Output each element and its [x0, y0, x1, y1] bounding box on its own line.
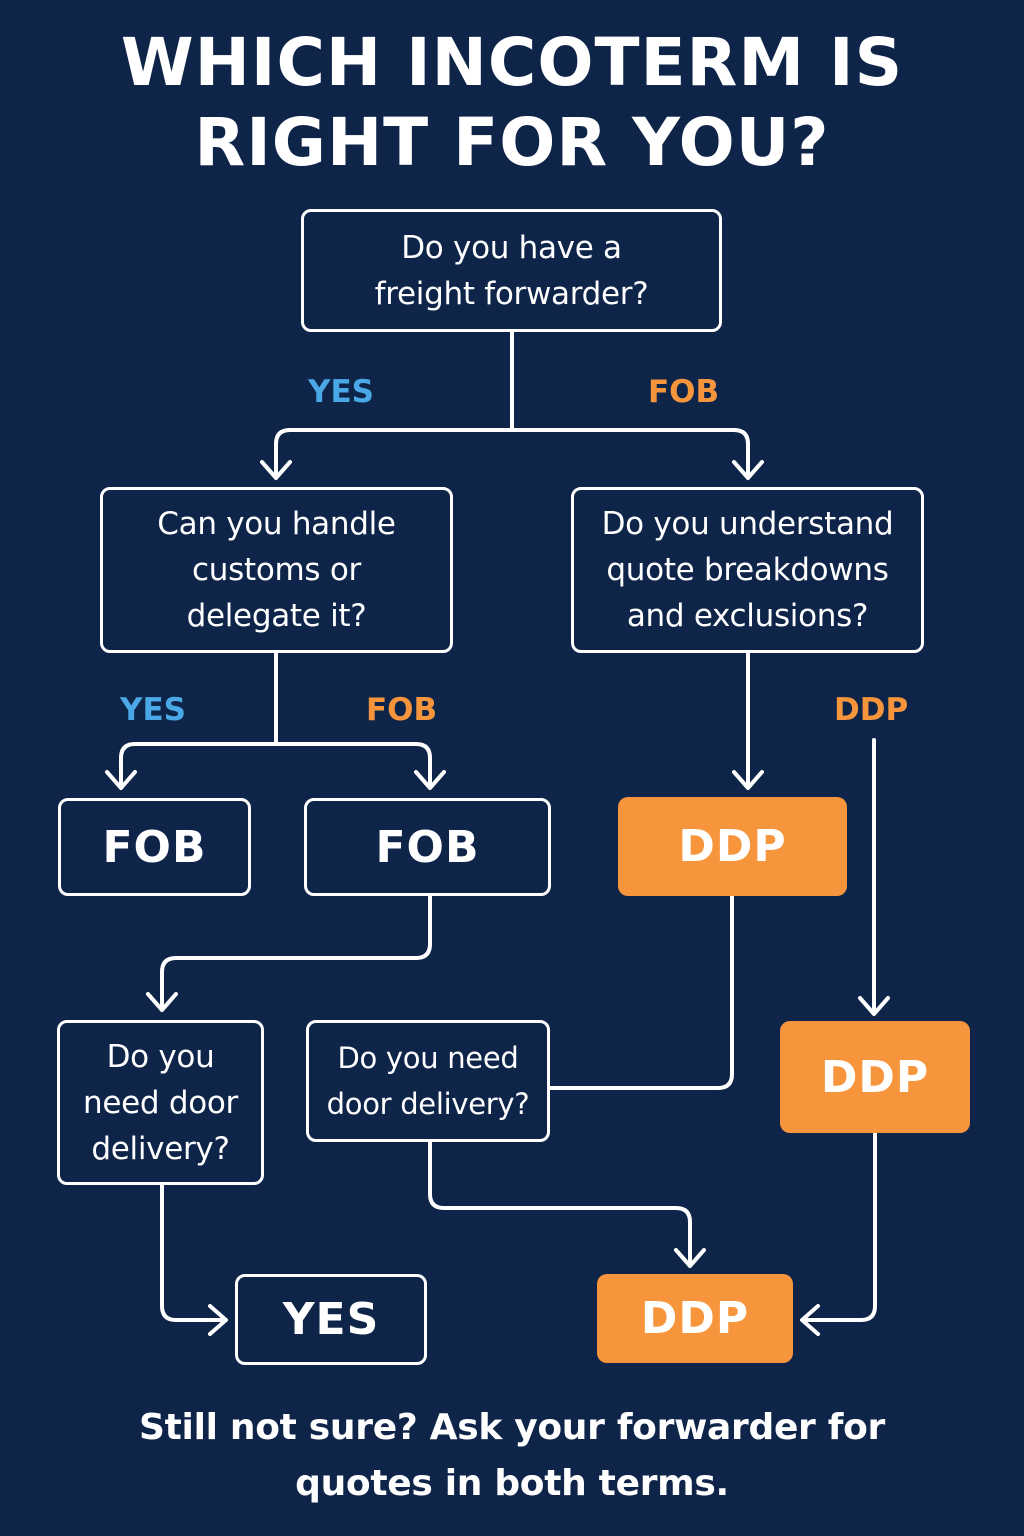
result-label: YES [282, 1294, 380, 1345]
result-fob-left: FOB [58, 798, 251, 896]
question-text: need door [83, 1084, 238, 1121]
arrowhead-to-yes [208, 1304, 228, 1336]
arrowhead-to-door-left [146, 992, 178, 1012]
edge-label-yes-mid: YES [120, 692, 186, 728]
question-text: customs or [192, 552, 361, 588]
result-label: DDP [640, 1293, 750, 1344]
question-text: Do you [106, 1038, 215, 1075]
connector-door-yes [160, 1183, 226, 1322]
edge-label-ddp-right: DDP [834, 692, 909, 728]
question-door-delivery-mid: Do you need door delivery? [306, 1020, 550, 1142]
result-fob-mid: FOB [304, 798, 551, 896]
connector-customs-split [119, 650, 432, 788]
question-freight-forwarder: Do you have a freight forwarder? [301, 209, 722, 332]
question-text: delivery? [91, 1130, 230, 1167]
question-text: Do you understand [601, 506, 894, 542]
arrowhead-to-ddp-mid [732, 770, 764, 790]
result-yes: YES [235, 1274, 427, 1365]
result-label: FOB [102, 821, 207, 873]
question-text: Do you need [337, 1041, 519, 1075]
question-text: Can you handle [157, 506, 396, 542]
question-quote-breakdowns: Do you understand quote breakdowns and e… [571, 487, 924, 653]
page-title-line-2: RIGHT FOR YOU? [194, 104, 830, 181]
question-text: quote breakdowns [606, 552, 889, 588]
connector-fob-door-left [160, 894, 432, 1010]
question-door-delivery-left: Do you need door delivery? [57, 1020, 264, 1185]
arrowhead-to-ddp-bottom [674, 1248, 706, 1268]
arrowhead-to-fob-left [105, 770, 137, 790]
question-text: Do you have a [401, 229, 622, 266]
edge-label-fob-mid: FOB [366, 692, 438, 728]
edge-label-fob-top: FOB [648, 374, 720, 410]
edge-label-yes-top: YES [308, 374, 374, 410]
page-title-line-1: WHICH INCOTERM IS [120, 24, 904, 101]
result-label: DDP [820, 1051, 930, 1103]
arrowhead-to-ddp-right [858, 996, 890, 1016]
footer-text-line-2: quotes in both terms. [295, 1463, 729, 1504]
connector-forwarder-split [274, 330, 750, 478]
result-ddp-bottom: DDP [597, 1274, 793, 1363]
connector-ddp-door-mid [548, 894, 734, 1090]
question-text: and exclusions? [626, 598, 869, 634]
question-text: door delivery? [326, 1087, 530, 1121]
footer-text-line-1: Still not sure? Ask your forwarder for [139, 1407, 885, 1448]
result-label: FOB [375, 821, 480, 873]
result-ddp-mid: DDP [618, 797, 847, 896]
result-ddp-right: DDP [780, 1021, 970, 1133]
question-text: delegate it? [186, 598, 367, 634]
result-label: DDP [678, 821, 787, 872]
arrowhead-into-ddp-bottom [800, 1304, 820, 1336]
connector-door-ddp-bottom [428, 1140, 692, 1266]
connector-ddp-right-bottom [802, 1131, 877, 1322]
arrowhead-to-quote [732, 460, 764, 480]
arrowhead-to-customs [260, 460, 292, 480]
question-handle-customs: Can you handle customs or delegate it? [100, 487, 453, 653]
arrowhead-to-fob-mid [414, 770, 446, 790]
question-text: freight forwarder? [374, 275, 649, 312]
